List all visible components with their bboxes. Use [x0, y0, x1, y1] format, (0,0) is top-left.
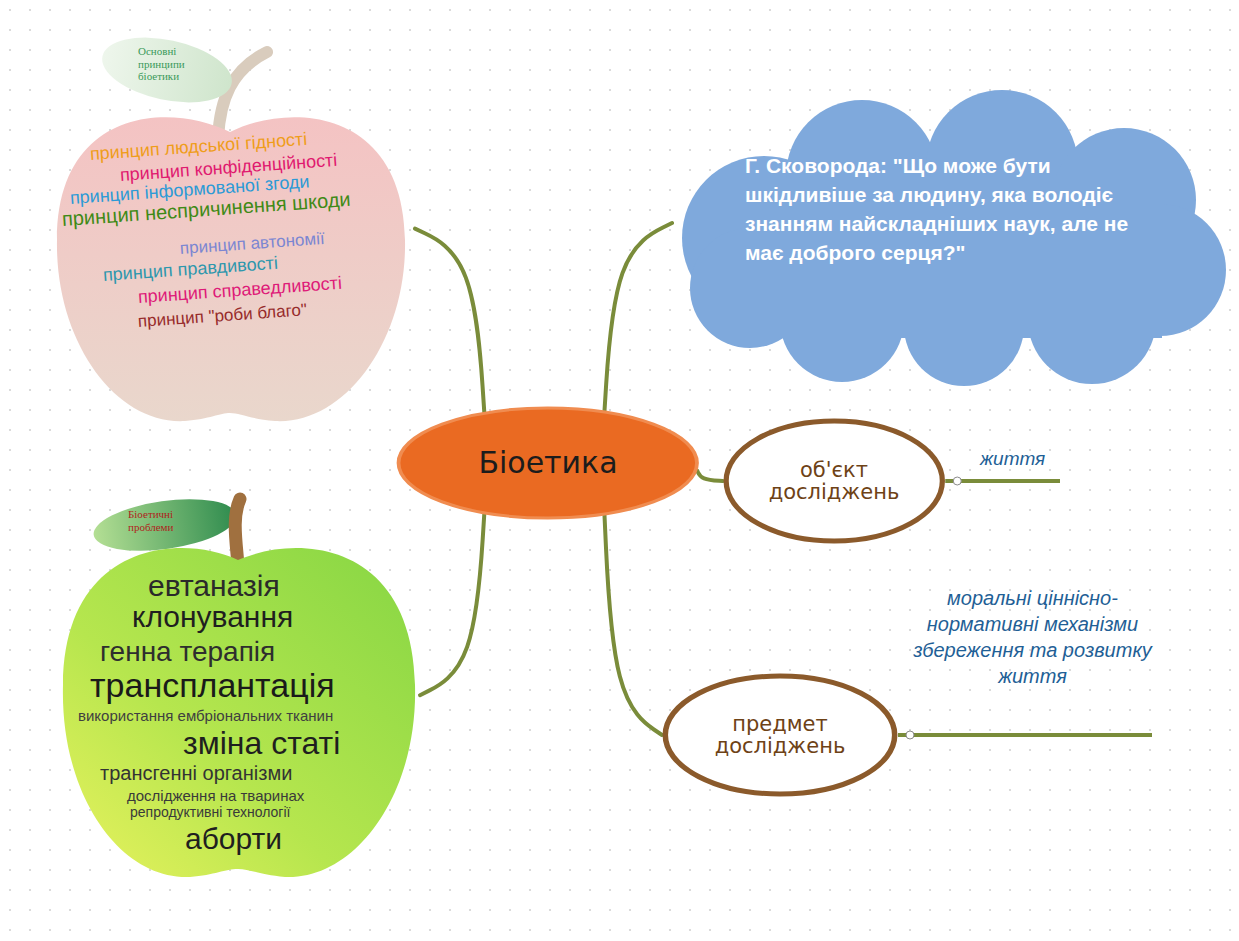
node-text: трансплантація: [90, 668, 335, 704]
node-outline: [672, 88, 1227, 388]
problems-apple: Біоетичні проблеми евтаназіяклонування ген…: [60, 495, 420, 880]
topic-ellipse: [399, 408, 697, 518]
node-text: Біоетика: [443, 447, 653, 479]
node-outline: [55, 40, 415, 425]
apple-stem: [235, 499, 240, 565]
branch-label: життя: [980, 447, 1070, 472]
branch-connector: [415, 229, 484, 413]
node-text: клонування: [132, 601, 293, 633]
apple-body: [63, 548, 415, 877]
topic-ring: [665, 676, 894, 794]
leader-knob: [953, 477, 961, 485]
node-text: трансгенні організми: [100, 763, 292, 784]
branch-connector: [420, 514, 484, 695]
branch-connector: [604, 223, 672, 411]
node-text: зміна статі: [183, 727, 340, 761]
topic-circle: об'єкт досліджень: [723, 418, 946, 544]
node-text: об'єкт досліджень: [759, 459, 909, 503]
quote-cloud: Г. Сковорода: "Що може бути шкідливіше з…: [672, 88, 1227, 388]
node-text: репродуктивні технології: [130, 805, 290, 820]
node-text: дослідження на тваринах: [127, 788, 304, 804]
leader-knob: [906, 731, 914, 739]
apple-leaf: [90, 491, 239, 559]
branch-label: моральні ціннісно-нормативні механізми з…: [905, 585, 1160, 689]
node-text: аборти: [185, 823, 282, 855]
apple-body: [57, 117, 405, 421]
leader-line: [945, 479, 1060, 483]
node-text: генна терапія: [100, 637, 275, 666]
branch-connector: [697, 471, 722, 481]
leaf-heading: Біоетичні проблеми: [128, 508, 198, 533]
topic-ring: [726, 421, 942, 541]
node-text: евтаназія: [148, 570, 280, 602]
leader-line: [898, 733, 1152, 737]
quote-text: Г. Сковорода: "Що може бути шкідливіше з…: [745, 152, 1135, 268]
topic-circle: предмет досліджень: [662, 673, 898, 797]
central-topic: Біоетика: [396, 406, 700, 520]
apple-leaf: [96, 27, 238, 113]
cloud-shape: [682, 90, 1226, 386]
branch-connector: [604, 515, 662, 735]
node-text: використання ембріональних тканин: [78, 708, 333, 724]
principles-apple: Основні принципи біоетикипринцип людсько…: [55, 40, 415, 425]
leaf-heading: Основні принципи біоетики: [138, 45, 200, 83]
node-text: предмет досліджень: [700, 713, 860, 757]
